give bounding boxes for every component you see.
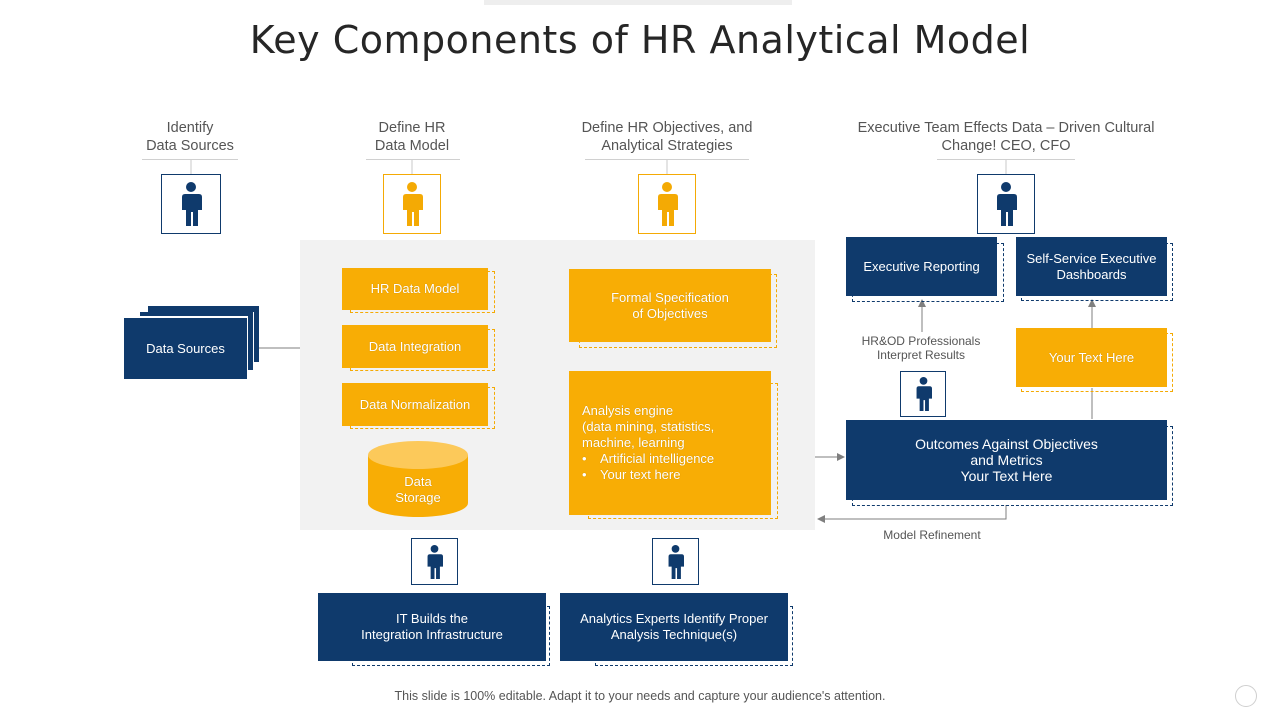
header-executive: Executive Team Effects Data – Driven Cul… — [846, 119, 1166, 155]
data-storage-label: Data Storage — [366, 472, 470, 508]
header-identify: Identify Data Sources — [110, 119, 270, 155]
executive-reporting-box[interactable]: Executive Reporting — [846, 237, 997, 296]
header-identify-line2: Data Sources — [146, 138, 234, 154]
header-executive-line2: Change! CEO, CFO — [941, 138, 1071, 154]
formal-spec-line2: of Objectives — [632, 305, 708, 321]
hrod-label: HR&OD Professionals Interpret Results — [836, 334, 1006, 362]
page-title: Key Components of HR Analytical Model — [249, 18, 1031, 62]
footer-note: This slide is 100% editable. Adapt it to… — [394, 689, 886, 703]
circle-icon[interactable] — [1235, 685, 1257, 707]
person-icon — [411, 538, 458, 585]
data-sources-box[interactable]: Data Sources — [124, 318, 247, 379]
formal-spec-line1: Formal Specification — [611, 289, 729, 305]
analytics-experts-box[interactable]: Analytics Experts Identify Proper Analys… — [560, 593, 788, 661]
formal-spec-box[interactable]: Formal Specification of Objectives — [569, 269, 771, 342]
person-icon — [383, 174, 441, 234]
person-icon — [638, 174, 696, 234]
header-underline — [937, 159, 1075, 160]
header-define-model: Define HR Data Model — [330, 119, 494, 155]
analysis-engine-line2: (data mining, statistics, — [582, 419, 715, 434]
analysis-engine-line3: machine, learning — [582, 435, 685, 450]
model-refinement-label: Model Refinement — [883, 528, 981, 542]
self-service-line2: Dashboards — [1056, 266, 1127, 282]
person-icon — [977, 174, 1035, 234]
person-icon — [900, 371, 946, 417]
it-builds-line1: IT Builds the — [395, 611, 468, 626]
header-define-model-line1: Define HR — [378, 120, 446, 136]
analysis-engine-bullet: Your text here — [600, 467, 761, 483]
your-text-here-box[interactable]: Your Text Here — [1016, 328, 1167, 387]
hrod-line2: Interpret Results — [876, 348, 966, 362]
analysis-engine-bullet: Artificial intelligence — [600, 451, 761, 467]
header-define-objectives-line1: Define HR Objectives, and — [581, 120, 753, 136]
self-service-dashboards-box[interactable]: Self-Service Executive Dashboards — [1016, 237, 1167, 296]
header-underline — [142, 159, 238, 160]
header-identify-line1: Identify — [166, 120, 214, 136]
header-executive-line1: Executive Team Effects Data – Driven Cul… — [857, 120, 1155, 136]
it-builds-line2: Integration Infrastructure — [361, 627, 503, 642]
header-underline — [585, 159, 749, 160]
data-integration-box[interactable]: Data Integration — [342, 325, 488, 368]
hrod-line1: HR&OD Professionals — [861, 334, 981, 348]
data-storage-line1: Data — [404, 474, 432, 489]
header-define-objectives: Define HR Objectives, and Analytical Str… — [557, 119, 777, 155]
analysis-engine-line1: Analysis engine — [582, 403, 674, 418]
header-underline — [366, 159, 460, 160]
outcomes-line2: and Metrics — [970, 452, 1043, 468]
person-icon — [652, 538, 699, 585]
outcomes-line3: Your Text Here — [960, 468, 1053, 484]
outcomes-line1: Outcomes Against Objectives — [915, 436, 1098, 452]
data-normalization-box[interactable]: Data Normalization — [342, 383, 488, 426]
data-storage-line2: Storage — [395, 490, 441, 505]
header-define-model-line2: Data Model — [374, 138, 450, 154]
self-service-line1: Self-Service Executive — [1026, 250, 1157, 266]
top-accent-bar — [484, 0, 792, 5]
analytics-experts-line2: Analysis Technique(s) — [610, 627, 738, 642]
data-storage-cylinder[interactable] — [366, 440, 470, 520]
person-icon — [161, 174, 221, 234]
header-define-objectives-line2: Analytical Strategies — [601, 138, 733, 154]
hr-data-model-box[interactable]: HR Data Model — [342, 268, 488, 310]
analytics-experts-line1: Analytics Experts Identify Proper — [580, 611, 768, 626]
analysis-engine-box[interactable]: Analysis engine (data mining, statistics… — [569, 371, 771, 515]
it-builds-box[interactable]: IT Builds the Integration Infrastructure — [318, 593, 546, 661]
outcomes-box[interactable]: Outcomes Against Objectives and Metrics … — [846, 420, 1167, 500]
